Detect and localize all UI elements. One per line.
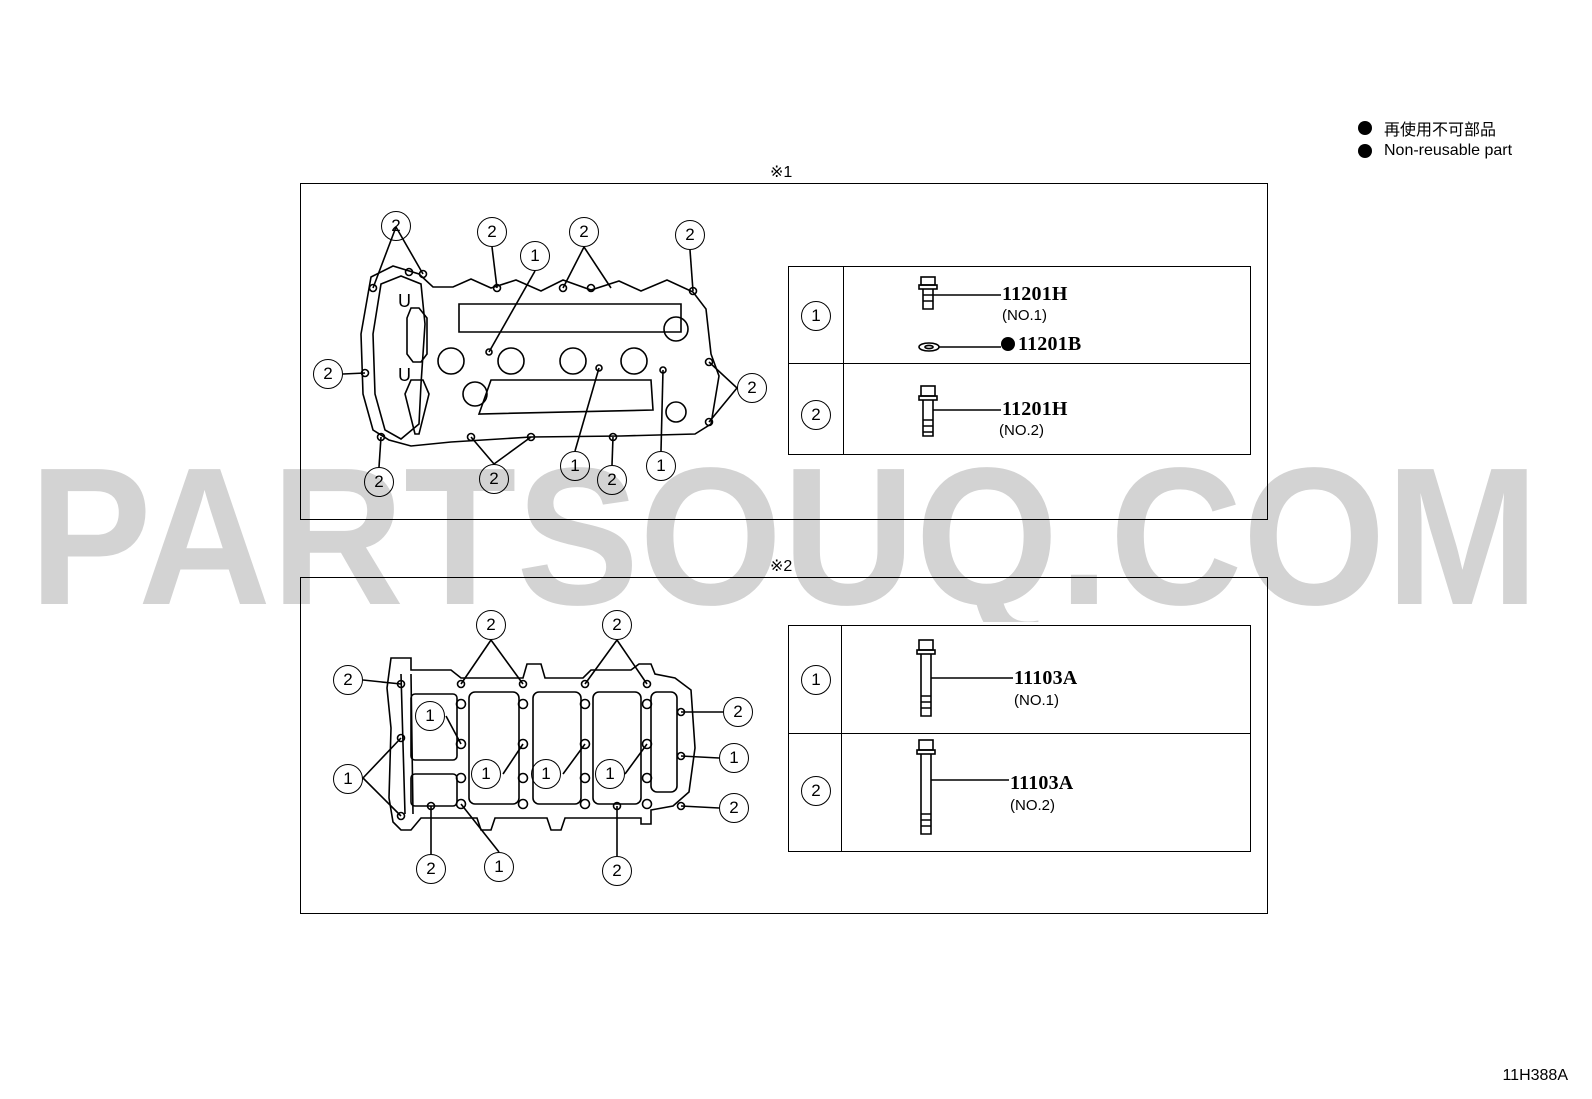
callout-1: 1 <box>471 759 501 789</box>
filled-circle-icon <box>1358 121 1372 135</box>
callout-1: 1 <box>484 852 514 882</box>
panel-1-label: ※1 <box>770 164 793 181</box>
cam-housing-drawing <box>362 639 723 856</box>
callout-1: 1 <box>415 701 445 731</box>
legend-item-en: Non-reusable part <box>1358 142 1512 160</box>
non-reusable-dot-icon <box>1001 337 1015 351</box>
part-code: 11103A <box>1014 667 1078 689</box>
callout-2: 2 <box>602 610 632 640</box>
panel-2-label: ※2 <box>770 558 793 575</box>
callout-1: 1 <box>646 451 676 481</box>
flange-bolt-icon <box>918 276 1001 352</box>
callout-2: 2 <box>675 220 705 250</box>
callout-1: 1 <box>719 743 749 773</box>
table-row: 1 11201H (NO.1) 11201B <box>789 267 1250 364</box>
part-sub: (NO.2) <box>1010 797 1055 814</box>
callout-2: 2 <box>602 856 632 886</box>
callout-2: 2 <box>719 793 749 823</box>
callout-2: 2 <box>381 211 411 241</box>
table-row: 2 11103A (NO.2) <box>789 733 1250 853</box>
bolt-reference-table-2: 1 11103A (NO.1) 2 11103A (NO.2) <box>788 625 1251 852</box>
callout-2: 2 <box>416 854 446 884</box>
panel-1: U U 2 2 1 2 2 2 2 2 <box>300 183 1268 520</box>
part-sub: (NO.1) <box>1014 692 1059 709</box>
row-number: 1 <box>801 665 831 695</box>
long-flange-bolt-icon <box>916 739 1009 835</box>
legend-label-ja: 再使用不可部品 <box>1384 122 1497 139</box>
legend-item-ja: 再使用不可部品 <box>1358 116 1496 140</box>
callout-2: 2 <box>569 217 599 247</box>
flange-bolt-icon <box>918 385 1001 437</box>
row-number: 1 <box>801 301 831 331</box>
legend-label-en: Non-reusable part <box>1384 142 1513 159</box>
bolt-reference-table-1: 1 11201H (NO.1) 11201B 2 1 <box>788 266 1251 455</box>
part-sub: (NO.2) <box>999 422 1044 439</box>
callout-2: 2 <box>597 465 627 495</box>
callout-2: 2 <box>723 697 753 727</box>
callout-1: 1 <box>531 759 561 789</box>
svg-text:U: U <box>398 365 411 385</box>
table-row: 2 11201H (NO.2) <box>789 363 1250 456</box>
row-number: 2 <box>801 776 831 806</box>
callout-2: 2 <box>333 665 363 695</box>
table-row: 1 11103A (NO.1) <box>789 626 1250 734</box>
callout-2: 2 <box>477 217 507 247</box>
cam-cover-drawing: U U <box>342 226 738 468</box>
part-code-non-reusable: 11201B <box>1018 333 1082 355</box>
part-code: 11201H <box>1002 398 1068 420</box>
callout-1: 1 <box>560 451 590 481</box>
callout-2: 2 <box>313 359 343 389</box>
callout-1: 1 <box>520 241 550 271</box>
svg-text:U: U <box>398 291 411 311</box>
diagram-id: 11H388A <box>1502 1067 1568 1084</box>
callout-1: 1 <box>333 764 363 794</box>
part-sub: (NO.1) <box>1002 307 1047 324</box>
callout-1: 1 <box>595 759 625 789</box>
row-number: 2 <box>801 400 831 430</box>
part-code: 11201H <box>1002 283 1068 305</box>
filled-circle-icon <box>1358 144 1372 158</box>
watermark: PARTSOUQ.COM <box>29 462 1539 622</box>
callout-2: 2 <box>737 373 767 403</box>
callout-2: 2 <box>479 464 509 494</box>
panel-2: 2 2 2 2 1 1 1 1 1 1 2 2 1 2 1 11103A (NO… <box>300 577 1268 914</box>
long-flange-bolt-icon <box>916 639 1013 717</box>
callout-2: 2 <box>364 467 394 497</box>
watermark-text: PARTSOUQ.COM <box>29 462 1539 622</box>
part-code: 11103A <box>1010 772 1074 794</box>
callout-2: 2 <box>476 610 506 640</box>
